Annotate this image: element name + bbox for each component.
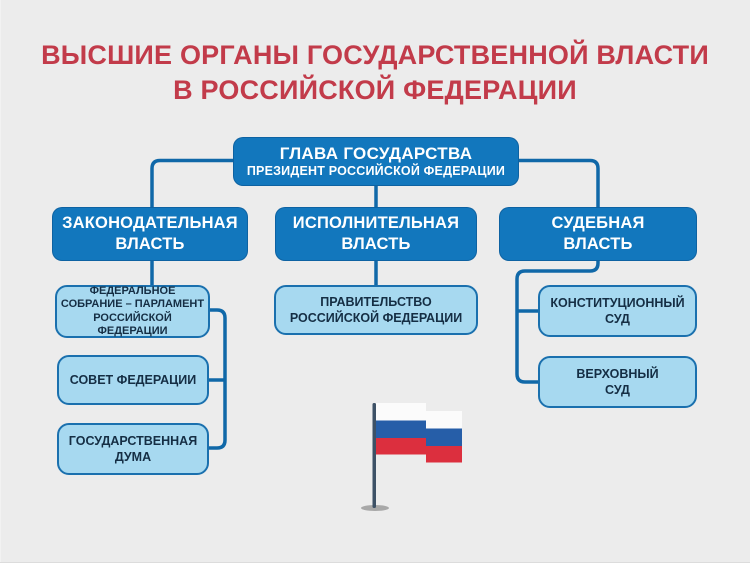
branch-judicial-label: СУДЕБНАЯ ВЛАСТЬ (551, 214, 645, 253)
branch-executive-label: ИСПОЛНИТЕЛЬНАЯ ВЛАСТЬ (292, 214, 460, 253)
branch-legislative-label: ЗАКОНОДАТЕЛЬНАЯ ВЛАСТЬ (62, 214, 238, 253)
flag-stripe-white-left (376, 403, 426, 421)
government-box: ПРАВИТЕЛЬСТВО РОССИЙСКОЙ ФЕДЕРАЦИИ (274, 285, 478, 335)
supreme-court-label: ВЕРХОВНЫЙ СУД (576, 367, 659, 397)
flag-shadow (361, 505, 389, 511)
flag-stripe-blue-left (376, 420, 426, 438)
connector-head-to-judicial (519, 158, 600, 207)
state-duma-box: ГОСУДАРСТВЕННАЯ ДУМА (57, 423, 209, 475)
flag-stripe-red-left (376, 438, 426, 455)
state-duma-label: ГОСУДАРСТВЕННАЯ ДУМА (68, 434, 198, 464)
federation-council-label: СОВЕТ ФЕДЕРАЦИИ (69, 373, 197, 387)
flag-pole (372, 403, 376, 508)
page-title-line1: ВЫСШИЕ ОРГАНЫ ГОСУДАРСТВЕННОЙ ВЛАСТИ (41, 40, 709, 70)
page-title: ВЫСШИЕ ОРГАНЫ ГОСУДАРСТВЕННОЙ ВЛАСТИ В Р… (0, 38, 750, 108)
flag-stripe-red-right (426, 446, 462, 463)
branch-judicial-box: СУДЕБНАЯ ВЛАСТЬ (499, 207, 697, 261)
flag-stripe-blue-right (426, 428, 462, 446)
supreme-court-box: ВЕРХОВНЫЙ СУД (538, 356, 697, 408)
russian-flag-icon (361, 403, 462, 511)
page-title-line2: В РОССИЙСКОЙ ФЕДЕРАЦИИ (173, 75, 577, 105)
flag-stripe-white-right (426, 411, 462, 429)
government-label: ПРАВИТЕЛЬСТВО РОССИЙСКОЙ ФЕДЕРАЦИИ (289, 295, 463, 325)
head-of-state-subtitle: ПРЕЗИДЕНТ РОССИЙСКОЙ ФЕДЕРАЦИИ (246, 164, 506, 178)
connector-judicial-bracket (515, 261, 600, 384)
head-of-state-box: ГЛАВА ГОСУДАРСТВА ПРЕЗИДЕНТ РОССИЙСКОЙ Ф… (233, 137, 519, 186)
head-of-state-title: ГЛАВА ГОСУДАРСТВА (279, 144, 473, 163)
constitutional-court-label: КОНСТИТУЦИОННЫЙ СУД (550, 296, 685, 326)
branch-legislative-box: ЗАКОНОДАТЕЛЬНАЯ ВЛАСТЬ (52, 207, 248, 261)
connector-head-to-legislative (150, 158, 236, 207)
federal-assembly-box: ФЕДЕРАЛЬНОЕ СОБРАНИЕ – ПАРЛАМЕНТ РОССИЙС… (55, 285, 210, 338)
federal-assembly-label: ФЕДЕРАЛЬНОЕ СОБРАНИЕ – ПАРЛАМЕНТ РОССИЙС… (60, 284, 205, 338)
federation-council-box: СОВЕТ ФЕДЕРАЦИИ (57, 355, 209, 405)
constitutional-court-box: КОНСТИТУЦИОННЫЙ СУД (538, 285, 697, 337)
branch-executive-box: ИСПОЛНИТЕЛЬНАЯ ВЛАСТЬ (275, 207, 477, 261)
